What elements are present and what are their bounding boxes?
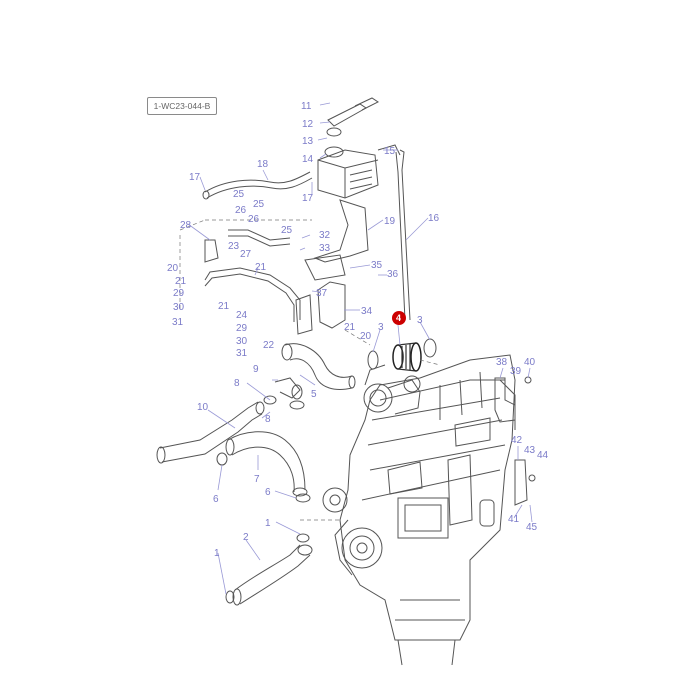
highlight-label: 4 (396, 313, 401, 323)
diagram-reference-label: 1-WC23-044-B (147, 97, 217, 115)
callout-2: 2 (243, 532, 249, 543)
assembly-guide-lines (179, 219, 441, 521)
callout-22: 22 (263, 340, 275, 351)
hose-10 (156, 401, 265, 464)
callout-36: 36 (387, 269, 399, 280)
callout-27: 27 (240, 249, 252, 260)
hose-9 (274, 377, 303, 400)
misc-clamps (216, 395, 311, 543)
callout-6: 6 (213, 494, 219, 505)
part-4-hose-connector (392, 342, 422, 372)
hose-18 (202, 171, 313, 200)
callout-29: 29 (236, 323, 248, 334)
callout-8: 8 (265, 414, 271, 425)
callout-21: 21 (218, 301, 230, 312)
callout-labels: 11 12 13 14 15 17 16 18 17 25 26 25 26 2… (167, 101, 549, 559)
callout-23: 23 (228, 241, 240, 252)
callout-26: 26 (248, 214, 260, 225)
callout-1: 1 (214, 548, 220, 559)
callout-10: 10 (197, 402, 209, 413)
callout-3: 3 (417, 315, 423, 326)
callout-43: 43 (524, 445, 536, 456)
engine-block (322, 354, 516, 666)
callout-37: 37 (316, 288, 328, 299)
pipe-assembly (204, 229, 301, 322)
highlighted-part-marker[interactable]: 4 (392, 311, 406, 325)
bracket-37-34 (295, 281, 346, 335)
callout-34: 34 (361, 306, 373, 317)
callout-21: 21 (175, 276, 187, 287)
hose-2 (225, 544, 313, 606)
callout-16: 16 (428, 213, 440, 224)
callout-20: 20 (360, 331, 372, 342)
callout-40: 40 (524, 357, 536, 368)
right-brackets (494, 376, 536, 506)
hose-7 (225, 431, 308, 497)
callout-13: 13 (302, 136, 314, 147)
callout-14: 14 (302, 154, 314, 165)
callout-29: 29 (173, 288, 185, 299)
callout-6: 6 (265, 487, 271, 498)
callout-31: 31 (172, 317, 184, 328)
expansion-tank (317, 97, 401, 199)
callout-44: 44 (537, 450, 549, 461)
callout-30: 30 (236, 336, 248, 347)
hose-5 (281, 343, 356, 390)
callout-17: 17 (189, 172, 201, 183)
callout-28: 28 (180, 220, 192, 231)
callout-39: 39 (510, 366, 522, 377)
callout-1: 1 (265, 518, 271, 529)
callout-30: 30 (173, 302, 185, 313)
callout-25: 25 (253, 199, 265, 210)
callout-17: 17 (302, 193, 314, 204)
callout-38: 38 (496, 357, 508, 368)
callout-8: 8 (234, 378, 240, 389)
callout-9: 9 (253, 364, 259, 375)
callout-32: 32 (319, 230, 331, 241)
callout-21: 21 (344, 322, 356, 333)
callout-12: 12 (302, 119, 314, 130)
callout-5: 5 (311, 389, 317, 400)
callout-21: 21 (255, 262, 267, 273)
callout-45: 45 (526, 522, 538, 533)
callout-33: 33 (319, 243, 331, 254)
callout-15: 15 (384, 146, 396, 157)
callout-25: 25 (233, 189, 245, 200)
callout-3: 3 (378, 322, 384, 333)
callout-20: 20 (167, 263, 179, 274)
dipstick-tube (395, 149, 411, 321)
callout-35: 35 (371, 260, 383, 271)
bracket-19 (304, 199, 369, 281)
turbocharger (363, 364, 421, 415)
callout-7: 7 (254, 474, 260, 485)
callout-41: 41 (508, 514, 520, 525)
callout-19: 19 (384, 216, 396, 227)
callout-18: 18 (257, 159, 269, 170)
callout-leader-lines (187, 102, 533, 595)
highlight-circle (392, 311, 406, 325)
callout-42: 42 (511, 435, 523, 446)
callout-25: 25 (281, 225, 293, 236)
callout-26: 26 (235, 205, 247, 216)
callout-11: 11 (301, 101, 312, 112)
callout-24: 24 (236, 310, 248, 321)
callout-31: 31 (236, 348, 248, 359)
